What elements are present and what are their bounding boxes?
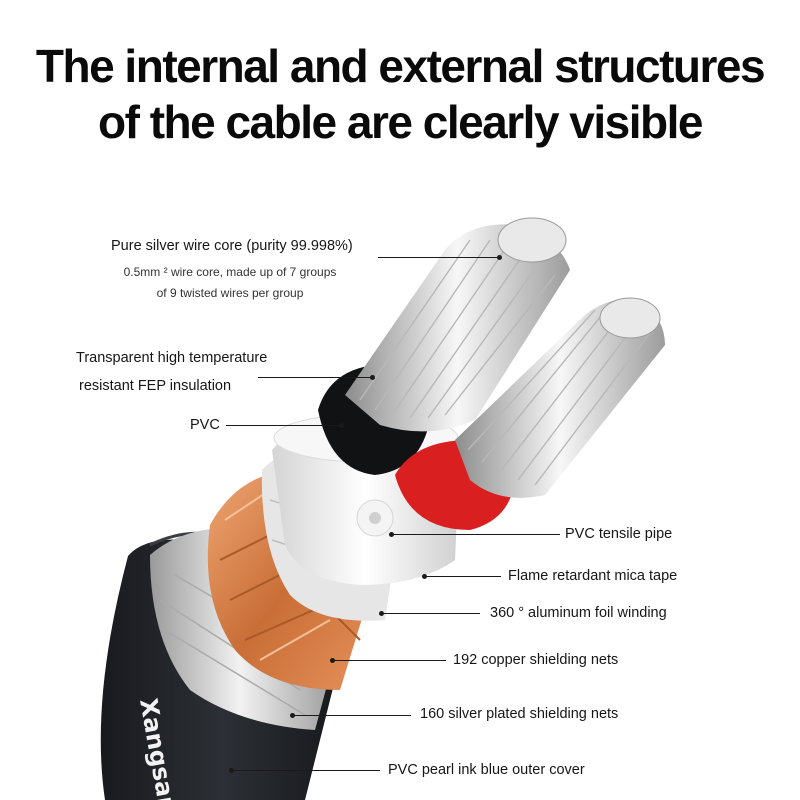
headline-line-1: The internal and external structures: [35, 40, 766, 92]
label-mica-tape: Flame retardant mica tape: [508, 568, 678, 584]
leader-dot-silver: [290, 713, 295, 718]
leader-line-silver: [293, 715, 411, 716]
left-conductor: [318, 217, 570, 475]
headline-line-2: of the cable are clearly visible: [98, 96, 704, 148]
leader-line-tensile: [392, 534, 560, 535]
leader-line-outer: [232, 770, 380, 771]
leader-dot-tensile: [389, 532, 394, 537]
label-outer-cover: PVC pearl ink blue outer cover: [388, 762, 585, 778]
label-core-note-1: 0.5mm ² wire core, made up of 7 groups: [123, 265, 337, 279]
leader-dot-outer: [229, 768, 234, 773]
leader-line-copper: [333, 660, 446, 661]
leader-dot-core: [497, 255, 502, 260]
tensile-pipe: [356, 499, 394, 537]
leader-dot-mica: [422, 574, 427, 579]
label-pvc: PVC: [190, 417, 220, 433]
label-core-note-2: of 9 twisted wires per group: [156, 286, 304, 300]
leader-line-fep: [258, 377, 373, 378]
label-aluminum-foil: 360 ° aluminum foil winding: [490, 605, 667, 621]
leader-dot-foil: [379, 611, 384, 616]
leader-dot-copper: [330, 658, 335, 663]
leader-dot-fep: [370, 375, 375, 380]
right-conductor: [395, 297, 665, 530]
leader-dot-pvc: [339, 423, 344, 428]
label-silver-core: Pure silver wire core (purity 99.998%): [111, 238, 353, 254]
leader-line-foil: [382, 613, 480, 614]
label-silver-shield: 160 silver plated shielding nets: [420, 706, 619, 722]
label-fep-line-2: resistant FEP insulation: [79, 378, 232, 394]
leader-line-pvc: [226, 425, 342, 426]
label-tensile-pipe: PVC tensile pipe: [565, 526, 673, 542]
leader-line-core: [378, 257, 500, 258]
label-fep-line-1: Transparent high temperature: [76, 350, 268, 366]
leader-line-mica: [425, 576, 501, 577]
label-copper-shield: 192 copper shielding nets: [453, 652, 619, 668]
